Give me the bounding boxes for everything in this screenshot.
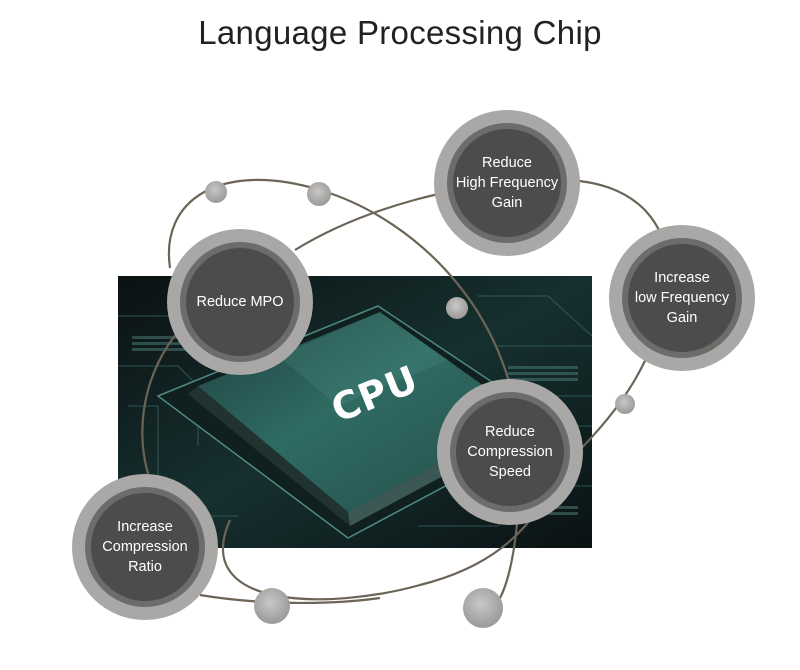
node-label: Increase Compression Ratio (102, 519, 188, 575)
node-reduce-high-frequency-gain: Reduce High Frequency Gain (434, 110, 580, 256)
node-reduce-mpo: Reduce MPO (167, 229, 313, 375)
orbit-dot (307, 182, 331, 206)
node-label: Reduce High Frequency Gain (455, 155, 559, 211)
orbit-dot (463, 588, 503, 628)
orbit-dot (254, 588, 290, 624)
orbit-line-e (199, 593, 381, 605)
page-title: Language Processing Chip (198, 14, 602, 51)
node-label: Reduce Compression Speed (467, 424, 553, 480)
orbit-dot (205, 181, 227, 203)
node-increase-low-frequency-gain: Increase low Frequency Gain (609, 225, 755, 371)
node-label: Increase low Frequency Gain (634, 270, 730, 326)
node-increase-compression-ratio: Increase Compression Ratio (72, 474, 218, 620)
orbit-dot (446, 297, 468, 319)
node-label: Reduce MPO (196, 294, 284, 310)
orbit-dot (615, 394, 635, 414)
node-reduce-compression-speed: Reduce Compression Speed (437, 379, 583, 525)
